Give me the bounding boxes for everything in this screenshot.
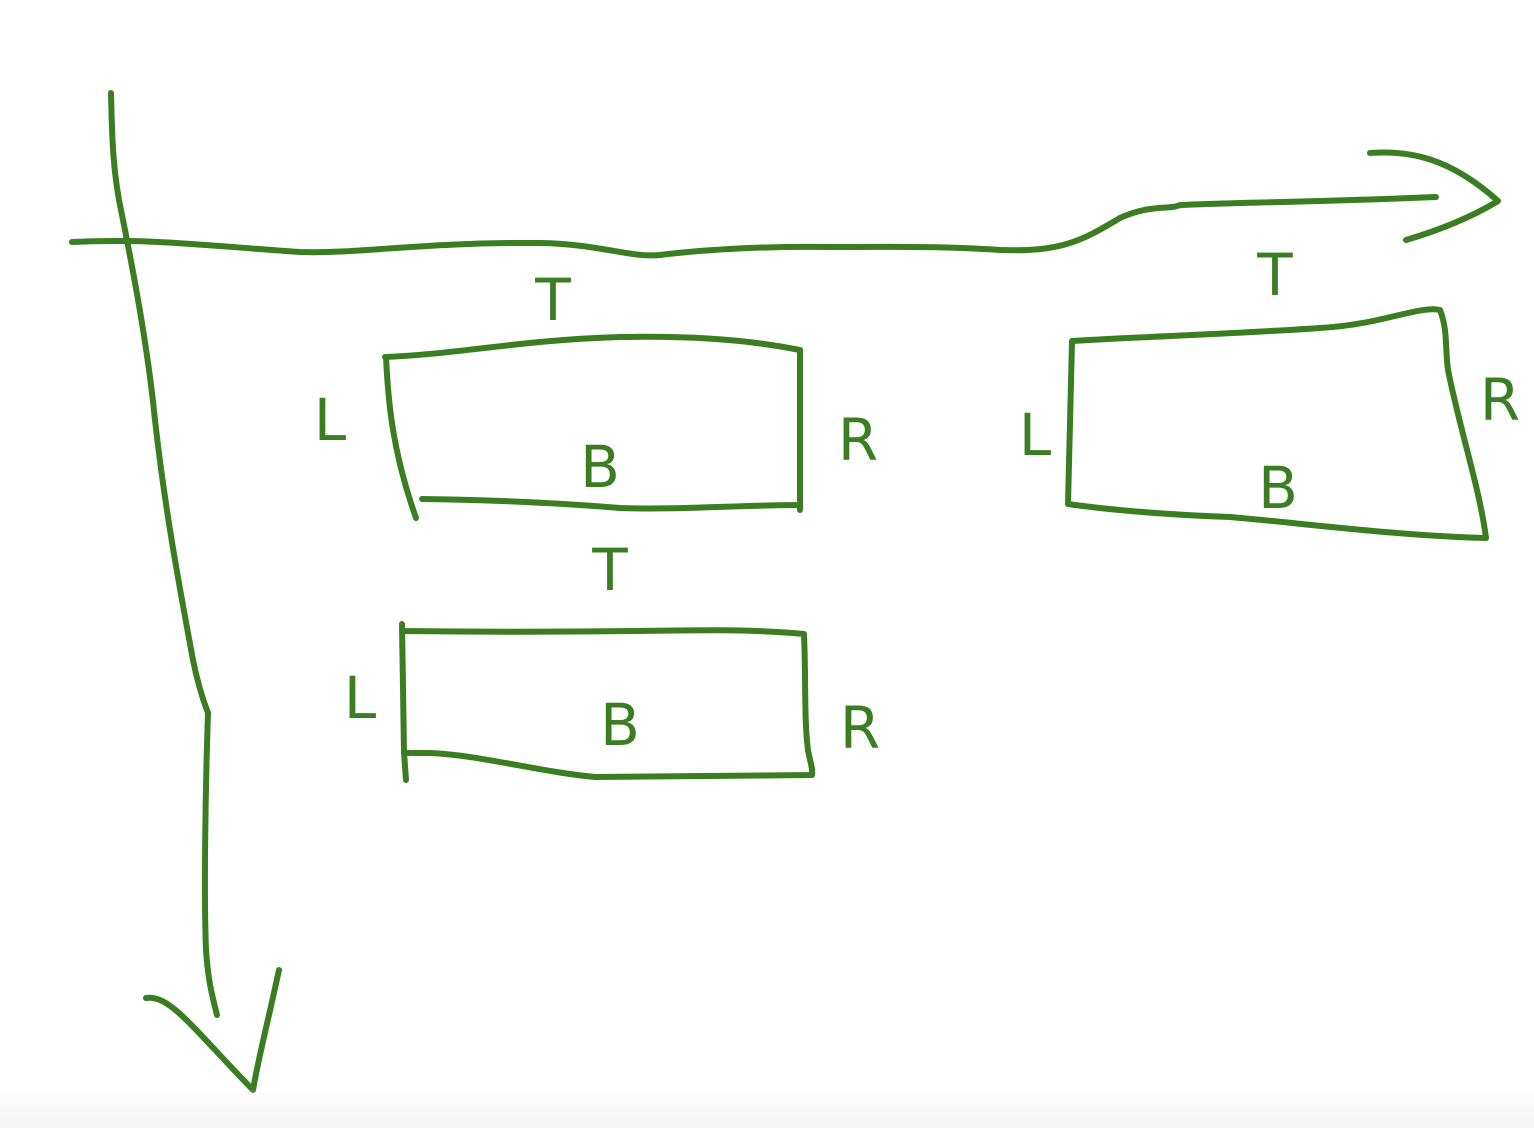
box-2-label-bottom: B: [600, 691, 640, 759]
x-axis-line: [69, 194, 1439, 259]
box-1-label-top: T: [534, 266, 571, 334]
box-1-outline: [382, 333, 803, 521]
y-axis-line: [108, 90, 220, 1018]
x-axis-arrowhead: [1367, 149, 1501, 243]
box-3-label-left: L: [1019, 401, 1051, 469]
sketch-strokes: [69, 90, 1501, 1093]
box-3-label-top: T: [1256, 241, 1293, 309]
box-2-label-right: R: [840, 694, 880, 762]
box-3-outline: [1065, 306, 1489, 541]
box-2-label-left: L: [344, 664, 376, 732]
box-3-label-right: R: [1480, 366, 1520, 434]
box-1-label-left: L: [314, 386, 346, 454]
box-2-label-top: T: [591, 536, 628, 604]
box-1-label-right: R: [838, 406, 878, 474]
box-2-outline: [399, 621, 816, 783]
bottom-edge-shadow: [0, 1088, 1534, 1128]
box-3-label-bottom: B: [1258, 454, 1298, 522]
box-1-label-bottom: B: [580, 433, 620, 501]
